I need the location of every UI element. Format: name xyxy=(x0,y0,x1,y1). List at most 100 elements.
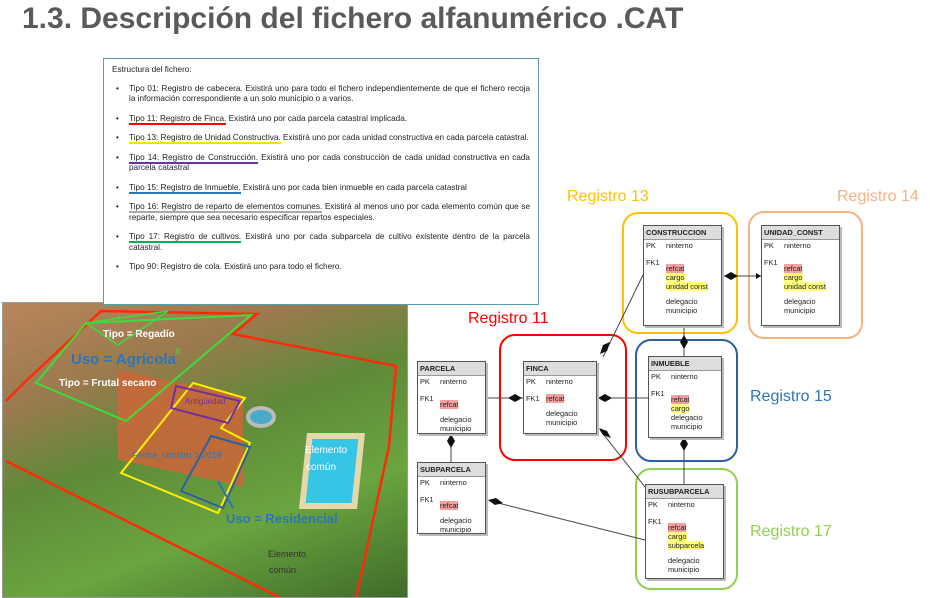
field: municipio xyxy=(440,525,472,534)
record-type-description: Existirá uno por cada bien inmueble en c… xyxy=(240,182,467,192)
record-type-item: Tipo 16: Registro de reparto de elemento… xyxy=(112,202,530,223)
arrow-residencial xyxy=(217,480,234,509)
fk-label: FK1 xyxy=(420,495,434,504)
fk-field: cargo xyxy=(784,273,803,282)
record-type-item: Tipo 11: Registro de Finca. Existirá uno… xyxy=(112,113,530,125)
registro-14-box xyxy=(748,211,863,339)
record-type-list: Tipo 01: Registro de cabecera. Existirá … xyxy=(112,84,530,273)
fk-field: refcat xyxy=(440,400,459,409)
record-type-description: Existirá uno para todo el fichero indepe… xyxy=(129,83,530,104)
label-b: b xyxy=(118,315,124,326)
record-type-title: Tipo 14: Registro de Construcción. xyxy=(129,152,258,164)
record-type-title: Tipo 11: Registro de Finca. xyxy=(129,113,227,125)
field: delegacio xyxy=(440,415,472,424)
record-type-title: Tipo 17: Registro de cultivos. xyxy=(129,232,242,243)
fk-field: cargo xyxy=(666,273,685,282)
fk-label: FK1 xyxy=(764,258,778,267)
crop-subparcel-b xyxy=(83,310,169,346)
field: municipio xyxy=(671,422,703,431)
property-outline xyxy=(179,434,252,510)
parcel-boundary-lower xyxy=(5,459,282,597)
table-name: PARCELA xyxy=(418,362,485,376)
record-type-description: Existirá al menos uno por cada elemento … xyxy=(129,202,530,222)
pk-label: PK xyxy=(648,500,658,509)
table-name: RUSUBPARCELA xyxy=(646,485,723,499)
record-type-item: Tipo 13: Registro de Unidad Constructiva… xyxy=(112,133,530,144)
label-registro-17: Registro 17 xyxy=(750,523,832,540)
field: municipio xyxy=(668,565,700,574)
record-type-description: Existirá uno para todo el fichero. xyxy=(222,262,342,271)
pk-field: ninterno xyxy=(440,377,467,386)
table-name: CONSTRUCCION xyxy=(644,226,721,240)
table-name: UNIDAD_CONST xyxy=(762,226,839,240)
crop-subparcel-a xyxy=(34,313,254,423)
fk-field: unidad const xyxy=(784,282,826,291)
field: delegacio xyxy=(784,297,816,306)
construction-unit xyxy=(119,381,252,515)
pk-label: PK xyxy=(651,372,661,381)
diamond-construccion-unidad xyxy=(724,272,738,280)
pk-field: ninterno xyxy=(784,241,811,250)
record-type-item: Tipo 90: Registro de cola. Existirá uno … xyxy=(112,262,530,273)
parcel-boundary xyxy=(5,309,398,597)
field: municipio xyxy=(784,306,816,315)
field: municipio xyxy=(546,418,578,427)
slide-title: 1.3. Descripción del fichero alfanuméric… xyxy=(22,2,684,35)
construction-outline xyxy=(169,384,242,425)
pk-field: ninterno xyxy=(546,377,573,386)
diamond-subparcela-rusub xyxy=(488,498,503,505)
label-residencial: Uso = Residencial xyxy=(226,511,338,526)
pk-label: PK xyxy=(526,377,536,386)
label-elemento-comun-2b: común xyxy=(269,565,297,575)
fk-field: cargo xyxy=(671,404,690,413)
pk-label: PK xyxy=(420,377,430,386)
field: delegacio xyxy=(440,516,472,525)
field: delegacio xyxy=(546,409,578,418)
label-registro-13: Registro 13 xyxy=(567,188,649,205)
record-type-title: Tipo 90: Registro de cola. xyxy=(129,262,222,271)
label-regadio: Tipo = Regadío xyxy=(103,329,175,340)
pk-field: ninterno xyxy=(668,500,695,509)
record-type-description: Existirá uno por cada subparcela de cult… xyxy=(129,232,530,252)
label-registro-14: Registro 14 xyxy=(837,188,919,205)
record-type-item: Tipo 14: Registro de Construcción. Exist… xyxy=(112,152,530,174)
label-elemento-comun-1: Elemento xyxy=(305,445,348,456)
diamond-parcela-subparcela xyxy=(447,434,455,448)
record-type-description: Existirá uno por cada parcela catastral … xyxy=(226,113,408,123)
diamond-finca-construccion xyxy=(600,342,610,354)
diamond-parcela-finca xyxy=(508,394,522,402)
fk-field: refcat xyxy=(784,264,803,273)
record-type-item: Tipo 17: Registro de cultivos. Existirá … xyxy=(112,232,530,253)
fk-field: refcat xyxy=(440,501,459,510)
field: delegacio xyxy=(668,556,700,565)
field: municipio xyxy=(440,424,472,433)
record-type-title: Tipo 15: Registro de Inmueble. xyxy=(129,182,241,194)
relationship-lines xyxy=(447,272,761,541)
field: delegacio xyxy=(671,413,703,422)
fk-field: cargo xyxy=(668,532,687,541)
label-a: a xyxy=(175,346,181,357)
registro-17-box xyxy=(635,468,738,590)
record-type-description: Existirá uno por cada construcción de ca… xyxy=(129,152,530,173)
aerial-photo: b a Tipo = Regadío Uso = Agrícola Tipo =… xyxy=(2,302,408,598)
fk-label: FK1 xyxy=(648,517,662,526)
fk-field: refcat xyxy=(671,395,690,404)
label-elemento-comun-1b: común xyxy=(306,462,337,473)
label-fecha: Fecha_constru = 2018 xyxy=(132,450,222,460)
registro-13-box xyxy=(622,212,738,334)
diamond-construccion-inmueble xyxy=(680,335,688,349)
diamond-inmueble-rusub xyxy=(680,437,688,451)
record-type-title: Tipo 13: Registro de Unidad Constructiva… xyxy=(129,133,281,144)
fk-label: FK1 xyxy=(646,258,660,267)
label-registro-15: Registro 15 xyxy=(750,388,832,405)
er-diagram: Registro 13 Registro 14 Registro 11 Regi… xyxy=(410,180,930,598)
table-name: INMUEBLE xyxy=(649,357,721,371)
fk-field: refcat xyxy=(668,523,687,532)
